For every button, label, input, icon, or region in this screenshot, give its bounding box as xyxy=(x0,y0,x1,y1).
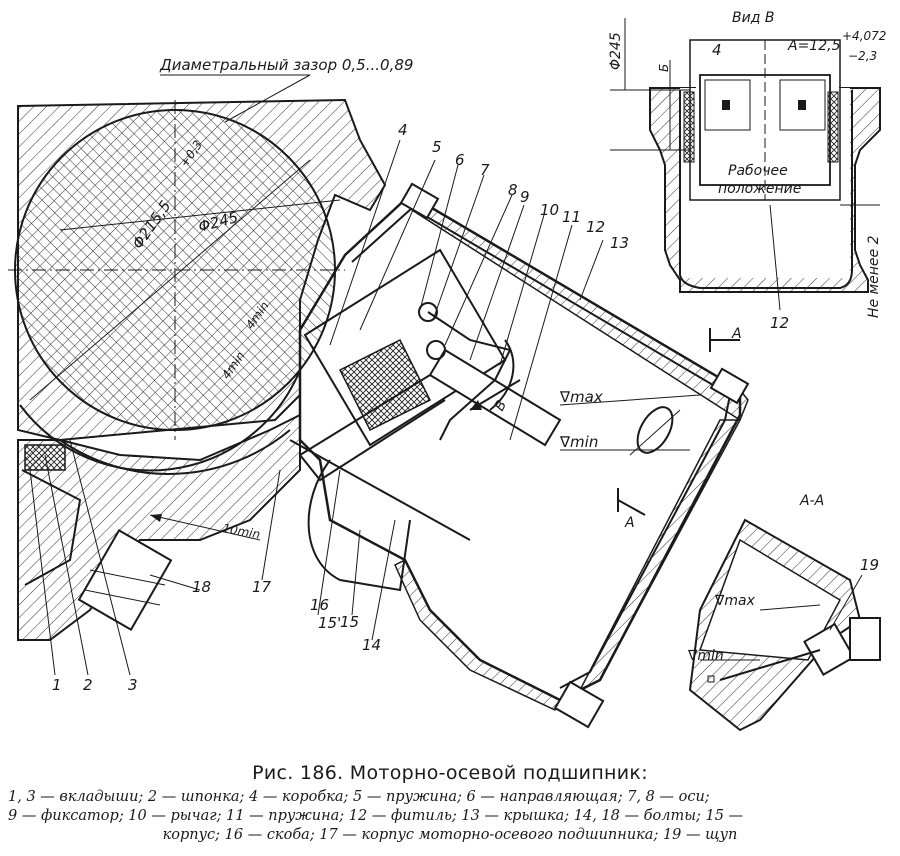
view-b-dim-a-tol-up: +4,072 xyxy=(842,29,886,43)
section-mark-a-top: А xyxy=(731,326,742,342)
callout-17: 17 xyxy=(252,578,272,596)
work-position-line2: положение xyxy=(718,181,801,197)
caption-legend-line-1: 1, 3 — вкладыши; 2 — шпонка; 4 — коробка… xyxy=(8,789,710,805)
callout-10: 10 xyxy=(540,201,559,219)
caption-title: Рис. 186. Моторно-осевой подшипник: xyxy=(252,762,648,784)
bearing-drawing: Диаметральный зазор 0,5...0,89 Φ245 Φ215… xyxy=(8,10,886,732)
min-note-label: Не менее 2 xyxy=(866,235,882,318)
figure-caption: Рис. 186. Моторно-осевой подшипник: 1, 3… xyxy=(0,762,900,845)
section-aa-title: А-А xyxy=(799,493,824,509)
callout-15-prime: 15' xyxy=(318,614,341,632)
view-b-dim-b: Б xyxy=(657,64,671,72)
view-b-part-12: 12 xyxy=(770,314,789,332)
callout-12: 12 xyxy=(586,218,605,236)
callout-14: 14 xyxy=(362,636,381,654)
callout-leaders xyxy=(29,139,604,676)
callout-8: 8 xyxy=(508,181,518,199)
bolt-18 xyxy=(77,528,173,632)
callout-18: 18 xyxy=(192,578,211,596)
callout-3: 3 xyxy=(128,676,138,694)
callout-2: 2 xyxy=(83,676,93,694)
callout-15: 15 xyxy=(340,613,359,631)
callout-5: 5 xyxy=(432,138,442,156)
view-b-dia: Φ245 xyxy=(608,32,624,70)
view-b-dim-a: А=12,5 xyxy=(787,38,841,54)
section-aa-tmin: ∇min xyxy=(687,648,724,664)
main-view xyxy=(8,74,750,729)
section-aa-part-19: 19 xyxy=(860,556,879,574)
callout-11: 11 xyxy=(562,208,581,226)
clearance-label: Диаметральный зазор 0,5...0,89 xyxy=(159,56,413,74)
section-aa-tmax: ∇max xyxy=(714,593,756,609)
callout-16: 16 xyxy=(310,596,329,614)
section-mark-a-bottom: А xyxy=(624,515,635,531)
tmin-label: ∇min xyxy=(559,433,598,451)
caption-legend-line-3: корпус; 16 — скоба; 17 — корпус моторно-… xyxy=(162,827,738,843)
min10-label: 10min xyxy=(221,521,261,541)
callout-1: 1 xyxy=(52,676,62,694)
callout-6: 6 xyxy=(455,151,465,169)
view-b-part-4: 4 xyxy=(712,41,722,59)
callout-7: 7 xyxy=(480,161,490,179)
work-position-line1: Рабочее xyxy=(728,163,788,179)
callout-4: 4 xyxy=(398,121,408,139)
view-b-dim-a-tol-low: −2,3 xyxy=(848,49,877,63)
section-aa xyxy=(688,518,881,732)
tmax-label: ∇max xyxy=(559,388,603,406)
callout-numbers: 1 2 3 4 5 6 7 8 9 10 11 12 13 14 15 15' … xyxy=(52,121,629,694)
callout-13: 13 xyxy=(610,234,629,252)
caption-legend-line-2: 9 — фиксатор; 10 — рычаг; 11 — пружина; … xyxy=(8,808,744,824)
view-b xyxy=(610,18,881,311)
callout-9: 9 xyxy=(520,188,530,206)
view-b-title: Вид В xyxy=(732,10,774,26)
